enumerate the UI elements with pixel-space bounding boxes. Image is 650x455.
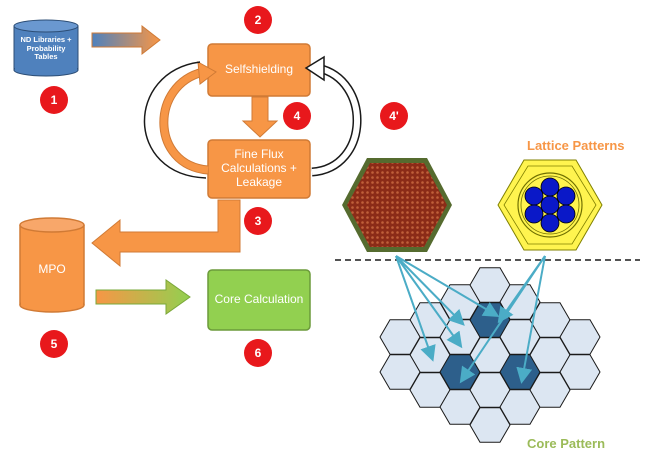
step-badge-6: 6 — [244, 339, 272, 367]
lattice-hexagon-dense — [342, 158, 452, 252]
step-badge-3: 3 — [244, 207, 272, 235]
teal-arrows — [395, 255, 546, 384]
fuel-pin — [524, 186, 544, 206]
fine-flux-box — [207, 139, 311, 199]
mpo-cylinder — [19, 217, 85, 313]
teal-arrow — [395, 255, 500, 318]
fuel-pin — [540, 177, 560, 197]
fuel-pin — [556, 186, 576, 206]
teal-arrow — [395, 255, 436, 362]
fuel-pin — [556, 204, 576, 224]
core-pattern-title: Core Pattern — [527, 436, 606, 451]
step-badge-4-prime: 4' — [380, 102, 408, 130]
nd-libraries-database — [13, 19, 79, 77]
core-hexagon-grid — [379, 267, 601, 443]
lattice-hexagon-seven-pin — [497, 159, 603, 251]
teal-arrow — [395, 255, 463, 349]
teal-arrow — [459, 255, 546, 384]
core-hexagon — [559, 354, 601, 390]
arrow-nd-to-selfshielding — [91, 24, 161, 56]
step-badge-1: 1 — [40, 86, 68, 114]
fuel-pin — [540, 195, 560, 215]
teal-arrow — [395, 255, 465, 326]
step-badge-4: 4 — [283, 102, 311, 130]
loop-arrow-left — [159, 61, 217, 175]
selfshielding-box — [207, 43, 311, 97]
arrow-fineflux-to-mpo — [91, 199, 241, 268]
core-calculation-box — [207, 269, 311, 331]
core-hexagon — [379, 354, 421, 390]
step-badge-5: 5 — [40, 330, 68, 358]
loop-arrow-right — [304, 55, 362, 177]
teal-arrow — [516, 255, 546, 384]
arrow-selfshielding-to-fineflux — [241, 96, 279, 138]
fuel-pin — [540, 213, 560, 233]
step-badge-2: 2 — [244, 6, 272, 34]
arrow-mpo-to-core — [95, 279, 191, 315]
fuel-pin — [524, 204, 544, 224]
lattice-patterns-title: Lattice Patterns — [527, 138, 625, 153]
loop-outline-left — [143, 61, 207, 179]
